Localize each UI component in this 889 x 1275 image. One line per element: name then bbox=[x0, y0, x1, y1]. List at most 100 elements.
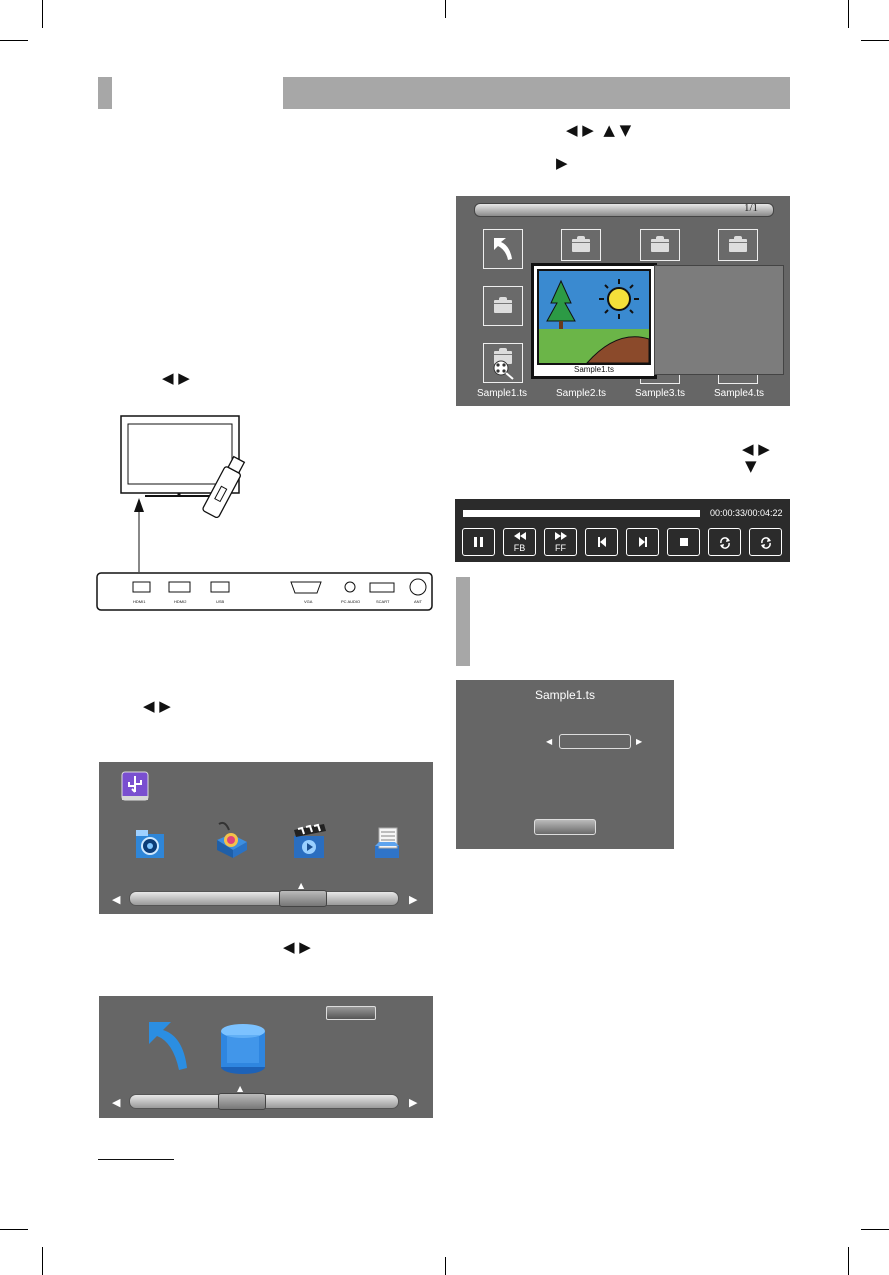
repeat-button[interactable] bbox=[708, 528, 741, 556]
next-icon bbox=[627, 537, 658, 547]
port-hdmi1: HDMI1 bbox=[133, 599, 146, 604]
dialog-button[interactable] bbox=[534, 819, 596, 835]
scroll-left-icon[interactable]: ◀ bbox=[112, 1096, 121, 1109]
option-value-box[interactable] bbox=[559, 734, 631, 749]
crop-mark bbox=[861, 40, 889, 41]
crop-mark bbox=[848, 1247, 849, 1275]
crop-mark bbox=[42, 0, 43, 28]
crop-mark bbox=[445, 1257, 446, 1275]
progress-fill bbox=[463, 510, 700, 517]
port-labels: HDMI1 HDMI2 USB VGA PC AUDIO SCART ANT bbox=[97, 599, 437, 607]
photo-icon[interactable] bbox=[132, 824, 168, 862]
footnote-rule bbox=[98, 1159, 174, 1160]
file-browser-menu: ◀ ▲ ▶ bbox=[99, 996, 433, 1118]
text-icon[interactable] bbox=[369, 822, 405, 862]
ff-label: FF bbox=[555, 543, 566, 553]
next-button[interactable] bbox=[626, 528, 659, 556]
folder-icon bbox=[494, 297, 512, 313]
preview-thumbnail-image bbox=[537, 269, 651, 365]
stop-button[interactable] bbox=[667, 528, 700, 556]
playback-time: 00:00:33/00:04:22 bbox=[710, 508, 783, 518]
header-button[interactable] bbox=[326, 1006, 376, 1020]
right-arrow-icon: ▶ bbox=[556, 154, 568, 172]
crop-mark bbox=[42, 1247, 43, 1275]
fb-button[interactable]: FB bbox=[503, 528, 536, 556]
crop-mark bbox=[848, 0, 849, 28]
port-hdmi2: HDMI2 bbox=[174, 599, 187, 604]
folder-icon bbox=[729, 236, 747, 252]
menu-slider[interactable] bbox=[129, 891, 399, 906]
repeat-ab-icon bbox=[750, 537, 781, 549]
header-bar bbox=[283, 77, 790, 109]
port-vga: VGA bbox=[304, 599, 313, 604]
crop-mark bbox=[0, 1229, 28, 1230]
page-bar bbox=[474, 203, 774, 217]
playlist-screen: 1/1 bbox=[456, 196, 790, 406]
port-pc-audio: PC AUDIO bbox=[341, 599, 361, 604]
page-indicator: 1/1 bbox=[744, 202, 759, 214]
usb-icon bbox=[121, 771, 149, 801]
port-usb: USB bbox=[216, 599, 225, 604]
fb-label: FB bbox=[513, 543, 526, 553]
return-arrow-icon bbox=[494, 238, 512, 260]
left-right-arrow-icon: ◀ ▶ bbox=[283, 938, 311, 956]
scroll-left-icon[interactable]: ◀ bbox=[112, 893, 121, 906]
down-arrow-icon: ▼ bbox=[745, 457, 757, 475]
folder-icon bbox=[494, 348, 512, 364]
nav-arrows-icon: ◀ ▶ ▲ ▼ bbox=[566, 121, 632, 139]
section-marker bbox=[456, 577, 470, 666]
option-left-icon[interactable]: ◀ bbox=[546, 737, 553, 746]
stop-icon bbox=[668, 537, 699, 547]
left-right-arrow-icon: ◀ ▶ bbox=[143, 697, 171, 715]
file-label[interactable]: Sample3.ts bbox=[634, 388, 686, 399]
crop-mark bbox=[861, 1229, 889, 1230]
usb-media-menu: ◀ ▲ ▶ bbox=[99, 762, 433, 914]
file-label[interactable]: Sample1.ts bbox=[476, 388, 528, 399]
drive-icon[interactable] bbox=[219, 1021, 267, 1077]
file-label[interactable]: Sample2.ts bbox=[555, 388, 607, 399]
folder-tile[interactable] bbox=[718, 229, 758, 261]
folder-tile[interactable] bbox=[640, 229, 680, 261]
scroll-right-icon[interactable]: ▶ bbox=[409, 893, 418, 906]
return-tile[interactable] bbox=[483, 229, 523, 269]
tv-illustration bbox=[96, 415, 433, 611]
section-marker bbox=[98, 77, 112, 109]
prev-button[interactable] bbox=[585, 528, 618, 556]
left-right-arrow-icon: ◀ ▶ bbox=[742, 440, 770, 458]
fast-forward-icon bbox=[545, 532, 576, 540]
slider-pointer-icon: ▲ bbox=[298, 881, 305, 890]
file-slider-knob[interactable] bbox=[218, 1093, 266, 1110]
info-panel bbox=[654, 265, 784, 375]
folder-icon bbox=[572, 236, 590, 252]
crop-mark bbox=[445, 0, 446, 18]
scroll-right-icon[interactable]: ▶ bbox=[409, 1096, 418, 1109]
file-label[interactable]: Sample4.ts bbox=[713, 388, 765, 399]
pause-icon bbox=[463, 537, 494, 547]
repeat-icon bbox=[709, 537, 740, 549]
folder-tile[interactable] bbox=[483, 286, 523, 326]
port-scart: SCART bbox=[376, 599, 390, 604]
port-ant: ANT bbox=[414, 599, 422, 604]
player-control-bar: 00:00:33/00:04:22 FB FF bbox=[455, 499, 790, 562]
option-dialog: Sample1.ts ◀ ▶ bbox=[456, 680, 674, 849]
movie-icon[interactable] bbox=[290, 822, 330, 862]
film-reel-icon bbox=[493, 360, 514, 380]
slider-pointer-icon: ▲ bbox=[237, 1084, 244, 1093]
return-arrow-icon[interactable] bbox=[143, 1018, 191, 1074]
preview-caption: Sample1.ts bbox=[573, 365, 615, 374]
control-buttons: FB FF bbox=[462, 528, 786, 556]
pause-button[interactable] bbox=[462, 528, 495, 556]
folder-tile[interactable] bbox=[561, 229, 601, 261]
option-right-icon[interactable]: ▶ bbox=[636, 737, 643, 746]
previous-icon bbox=[586, 537, 617, 547]
music-icon[interactable] bbox=[211, 820, 251, 862]
repeat-ab-button[interactable] bbox=[749, 528, 782, 556]
video-file-tile[interactable] bbox=[483, 343, 523, 383]
rewind-icon bbox=[504, 532, 535, 540]
left-right-arrow-icon: ◀ ▶ bbox=[162, 369, 190, 387]
crop-mark bbox=[0, 40, 28, 41]
ff-button[interactable]: FF bbox=[544, 528, 577, 556]
dialog-title: Sample1.ts bbox=[534, 688, 596, 702]
folder-icon bbox=[651, 236, 669, 252]
menu-slider-knob[interactable] bbox=[279, 890, 327, 907]
